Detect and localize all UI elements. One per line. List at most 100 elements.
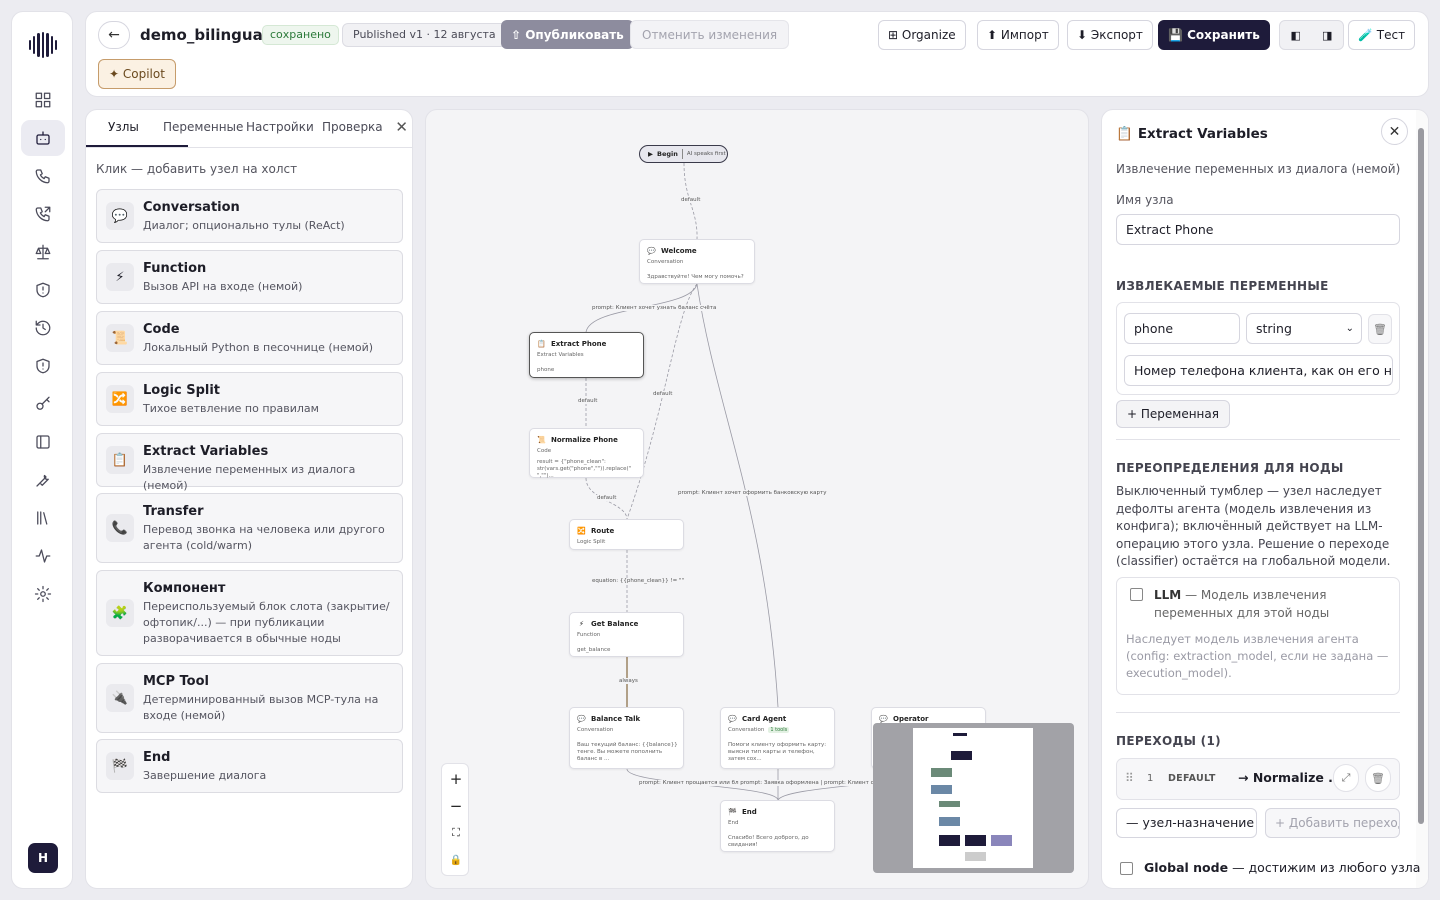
copilot-button[interactable]: ✦ Copilot	[98, 59, 176, 89]
variable-description-input[interactable]: Номер телефона клиента, как он его назва…	[1124, 355, 1393, 386]
zoom-controls: + − ⛶ 🔒	[441, 763, 469, 876]
top-toolbar: ← demo_bilingual сохранено Published v1 …	[85, 11, 1429, 97]
rail-keys[interactable]	[21, 386, 65, 422]
trash-icon[interactable]: 🗑	[1368, 314, 1392, 344]
card-desc: Извлечение переменных из диалога (немой)	[143, 463, 356, 492]
zoom-in-button[interactable]: +	[449, 770, 463, 788]
organize-button[interactable]: ⊞ Organize	[878, 20, 966, 50]
rail-settings[interactable]	[21, 576, 65, 612]
flag-icon: 🏁	[728, 807, 737, 816]
trash-icon[interactable]: 🗑	[1365, 764, 1391, 792]
palette-card-component[interactable]: 🧩 Компонент Переиспользуемый блок слота …	[96, 570, 403, 656]
card-desc: Тихое ветвление по правилам	[143, 402, 319, 415]
node-normalize-phone[interactable]: 📜Normalize Phone Code result = {"phone_c…	[529, 428, 644, 479]
close-icon[interactable]: ✕	[395, 118, 408, 136]
add-variable-button[interactable]: + Переменная	[1116, 400, 1230, 428]
rail-outbound[interactable]	[21, 196, 65, 232]
rail-security[interactable]	[21, 272, 65, 308]
node-balance-talk[interactable]: 💬Balance Talk Conversation Ваш текущий б…	[569, 707, 684, 769]
llm-override-checkbox[interactable]	[1130, 588, 1143, 601]
begin-node[interactable]: ▶ Begin AI speaks first	[639, 145, 728, 163]
edge-label: default	[596, 495, 618, 501]
palette-card-transfer[interactable]: 📞 Transfer Перевод звонка на человека ил…	[96, 493, 403, 563]
node-get-balance[interactable]: ⚡Get Balance Function get_balance	[569, 612, 684, 657]
node-welcome[interactable]: 💬Welcome Conversation Здравствуйте! Чем …	[639, 239, 755, 284]
palette-card-code[interactable]: 📜 Code Локальный Python в песочнице (нем…	[96, 311, 403, 365]
phone-forward-icon	[35, 206, 51, 222]
variable-card: phone string ⌄ 🗑 Номер телефона клиента,…	[1116, 302, 1400, 395]
user-avatar[interactable]: H	[28, 843, 58, 873]
key-icon	[36, 396, 50, 410]
drag-handle-icon[interactable]: ⠿	[1125, 771, 1134, 785]
add-transition-button[interactable]: + Добавить переход	[1265, 808, 1400, 838]
node-palette: Узлы Переменные Настройки Проверка ✕ Кли…	[85, 109, 413, 889]
rail-guard[interactable]	[21, 348, 65, 384]
node-name-input[interactable]: Extract Phone	[1116, 214, 1400, 245]
library-icon	[37, 511, 48, 525]
node-extract-phone[interactable]: 📋Extract Phone Extract Variables phone	[529, 332, 644, 378]
minimap[interactable]	[873, 723, 1074, 873]
publish-button[interactable]: ⇧ Опубликовать	[501, 20, 634, 49]
test-button[interactable]: 🧪 Тест	[1348, 20, 1416, 50]
card-title: Conversation	[143, 200, 240, 215]
node-route[interactable]: 🔀Route Logic Split	[569, 519, 684, 550]
fit-view-button[interactable]: ⛶	[452, 826, 460, 839]
palette-card-logic-split[interactable]: 🔀 Logic Split Тихое ветвление по правила…	[96, 372, 403, 426]
scrollbar-thumb[interactable]	[1418, 128, 1424, 824]
lightning-icon: ⚡	[579, 619, 584, 628]
history-icon	[35, 320, 51, 336]
panel-left-icon[interactable]: ◧	[1290, 28, 1301, 42]
variable-type-value: string	[1256, 321, 1292, 336]
tab-settings[interactable]: Настройки	[246, 120, 314, 134]
palette-card-conversation[interactable]: 💬 Conversation Диалог; опционально тулы …	[96, 189, 403, 243]
palette-card-extract-variables[interactable]: 📋 Extract Variables Извлечение переменны…	[96, 433, 403, 492]
target-node-select[interactable]: — узел-назначение —	[1116, 808, 1257, 838]
tab-nodes[interactable]: Узлы	[108, 120, 139, 134]
tab-validation[interactable]: Проверка	[322, 120, 383, 134]
brand-logo[interactable]	[28, 32, 58, 58]
lock-button[interactable]: 🔒	[449, 854, 463, 866]
llm-override-label: LLM — Модель извлечения переменных для э…	[1154, 586, 1394, 622]
shield-icon	[36, 282, 50, 298]
global-label: Global node	[1144, 860, 1229, 875]
inspector-title-text: Extract Variables	[1137, 126, 1268, 142]
export-button[interactable]: ⬇ Экспорт	[1067, 20, 1153, 50]
node-type: Extract Variables	[537, 352, 584, 358]
variable-name-input[interactable]: phone	[1124, 313, 1240, 344]
rail-calls[interactable]	[21, 158, 65, 194]
rail-analytics[interactable]	[21, 538, 65, 574]
panel-right-icon[interactable]: ◨	[1322, 28, 1333, 42]
node-title: Card Agent	[742, 714, 787, 723]
palette-card-end[interactable]: 🏁 End Завершение диалога	[96, 739, 403, 793]
global-node-checkbox[interactable]	[1120, 862, 1133, 875]
card-desc: Диалог; опционально тулы (ReAct)	[143, 219, 345, 232]
transition-row[interactable]: ⠿ 1 DEFAULT → Normalize ... ⤢ 🗑	[1116, 758, 1400, 800]
node-end[interactable]: 🏁End End Спасибо! Всего доброго, до свид…	[720, 800, 835, 852]
save-button[interactable]: 💾 Сохранить	[1158, 20, 1270, 50]
tab-variables[interactable]: Переменные	[163, 120, 244, 134]
rail-library[interactable]	[21, 500, 65, 536]
rail-dashboard[interactable]	[21, 82, 65, 118]
zoom-out-button[interactable]: −	[449, 797, 463, 815]
rail-knowledge[interactable]	[21, 424, 65, 460]
rail-tools[interactable]	[21, 462, 65, 498]
flow-canvas[interactable]: ▶ Begin AI speaks first 💬Welcome Convers…	[425, 109, 1089, 889]
expand-icon[interactable]: ⤢	[1333, 764, 1359, 792]
vars-heading: ИЗВЛЕКАЕМЫЕ ПЕРЕМЕННЫЕ	[1116, 279, 1329, 293]
variable-type-select[interactable]: string ⌄	[1246, 313, 1362, 344]
palette-card-function[interactable]: ⚡ Function Вызов API на входе (немой)	[96, 250, 403, 304]
play-icon: ▶	[648, 150, 653, 158]
published-version-badge[interactable]: Published v1 · 12 августа	[342, 23, 507, 47]
rail-compliance[interactable]	[21, 234, 65, 270]
edge-label: default	[652, 391, 674, 397]
back-button[interactable]: ←	[98, 21, 130, 49]
discard-changes-button[interactable]: Отменить изменения	[630, 20, 790, 49]
rail-agents[interactable]	[21, 120, 65, 156]
palette-card-mcp-tool[interactable]: 🔌 MCP Tool Детерминированный вызов MCP-т…	[96, 663, 403, 733]
edge-label: prompt: Клиент хочет оформить банковскую…	[677, 490, 828, 496]
chat-icon: 💬	[879, 714, 888, 723]
close-icon[interactable]: ✕	[1381, 118, 1408, 145]
rail-history[interactable]	[21, 310, 65, 346]
import-button[interactable]: ⬆ Импорт	[977, 20, 1059, 50]
